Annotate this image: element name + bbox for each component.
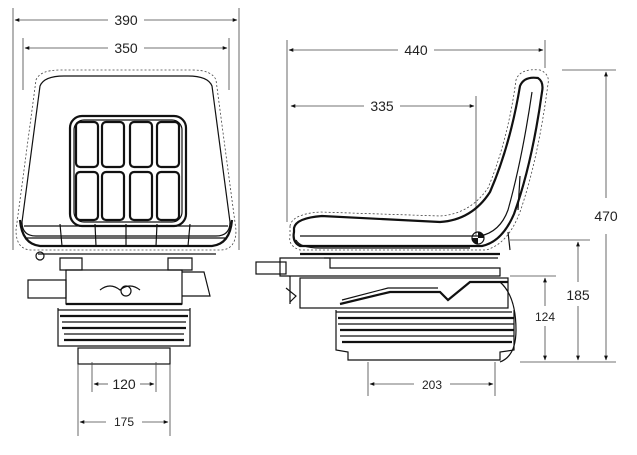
dim-side-total-depth: 440	[286, 40, 546, 222]
front-backrest-grid	[74, 120, 181, 222]
side-seat-profile	[289, 69, 549, 251]
dim-side-height-mid: 185	[510, 239, 590, 361]
dim-label-120: 120	[112, 376, 136, 392]
dim-label-124: 124	[535, 310, 555, 324]
dim-side-height-total: 470	[520, 69, 618, 363]
dim-label-440: 440	[404, 42, 428, 58]
dim-label-175: 175	[114, 415, 134, 429]
side-suspension	[255, 252, 517, 363]
dim-label-185: 185	[566, 287, 590, 303]
dim-label-470: 470	[594, 208, 618, 224]
dim-label-350: 350	[114, 40, 138, 56]
dim-front-base-width: 120	[91, 362, 157, 392]
front-suspension	[27, 251, 216, 365]
dim-side-seat-depth: 335	[290, 96, 477, 236]
dim-front-inner-width: 350	[22, 38, 230, 90]
dim-front-total-width: 390	[12, 8, 240, 250]
front-backrest	[15, 69, 237, 251]
dim-front-base-outer: 175	[77, 364, 171, 436]
dim-label-390: 390	[114, 12, 138, 28]
dim-side-height-base: 124	[510, 275, 556, 361]
side-view: 440 335	[255, 40, 618, 396]
dim-side-base-width: 203	[367, 362, 496, 396]
front-view: 390 350	[12, 8, 240, 436]
dim-label-335: 335	[370, 98, 394, 114]
dim-label-203: 203	[422, 378, 442, 392]
